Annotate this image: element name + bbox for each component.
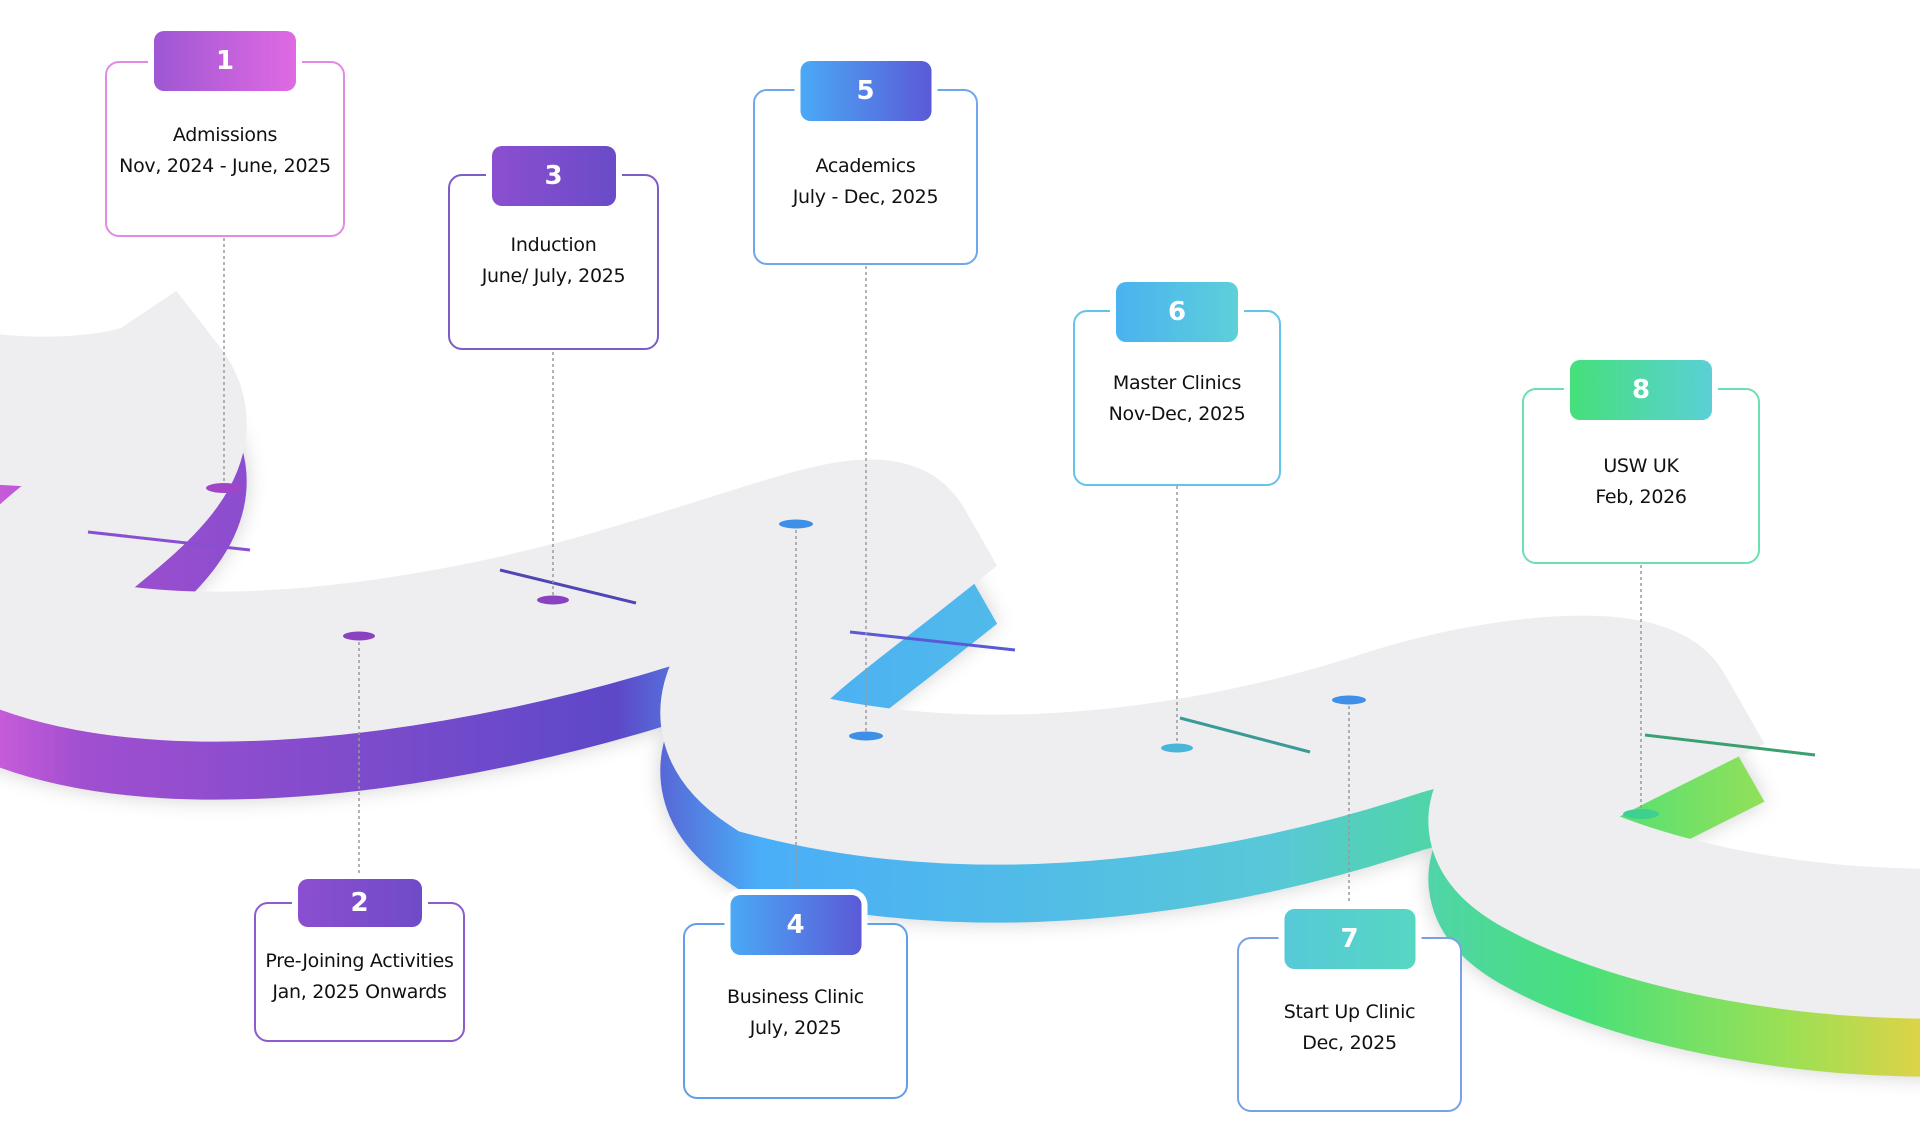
milestone-title-5: Academics [815, 155, 916, 177]
milestone-badge-8: 8 [1570, 360, 1712, 420]
milestone-badge-2: 2 [297, 879, 422, 927]
milestone-dot-4 [779, 519, 813, 529]
milestone-badge-6: 6 [1116, 282, 1238, 342]
milestone-card-7: 7 Start Up Clinic Dec, 2025 [1237, 909, 1462, 1112]
milestone-title-1: Admissions [172, 124, 278, 146]
milestone-dot-2 [343, 631, 375, 641]
milestone-badge-5: 5 [800, 61, 931, 121]
milestone-title-8: USW UK [1603, 455, 1679, 477]
milestone-badge-7: 7 [1284, 909, 1415, 969]
milestone-title-3: Induction [510, 234, 597, 256]
milestone-title-2: Pre-Joining Activities [265, 950, 454, 972]
milestone-card-6: 6 Master Clinics Nov-Dec, 2025 [1073, 282, 1281, 486]
milestone-dot-3 [537, 595, 569, 605]
milestone-date-2: Jan, 2025 Onwards [272, 981, 447, 1003]
milestone-date-8: Feb, 2026 [1595, 486, 1687, 508]
milestone-dot-1 [206, 483, 242, 493]
milestone-title-7: Start Up Clinic [1283, 1001, 1416, 1023]
milestone-date-6: Nov-Dec, 2025 [1108, 403, 1246, 425]
milestone-date-5: July - Dec, 2025 [792, 186, 939, 208]
milestone-title-6: Master Clinics [1112, 372, 1242, 394]
milestone-badge-3: 3 [491, 146, 616, 206]
milestone-card-1: 1 Admissions Nov, 2024 - June, 2025 [105, 31, 345, 237]
milestone-dot-8 [1623, 809, 1659, 819]
milestone-card-3: 3 Induction June/ July, 2025 [448, 146, 659, 350]
milestone-card-4: 4 Business Clinic July, 2025 [683, 895, 908, 1099]
milestone-card-5: 5 Academics July - Dec, 2025 [753, 61, 978, 265]
milestone-date-7: Dec, 2025 [1302, 1032, 1397, 1054]
milestone-dot-6 [1161, 743, 1193, 753]
milestone-date-1: Nov, 2024 - June, 2025 [119, 155, 331, 177]
milestone-card-2: 2 Pre-Joining Activities Jan, 2025 Onwar… [254, 879, 465, 1042]
milestone-title-4: Business Clinic [727, 986, 864, 1008]
milestone-date-3: June/ July, 2025 [481, 265, 626, 287]
milestone-card-8: 8 USW UK Feb, 2026 [1522, 360, 1760, 564]
milestone-dot-7 [1332, 695, 1366, 705]
milestone-date-4: July, 2025 [749, 1017, 842, 1039]
milestone-badge-1: 1 [154, 31, 296, 91]
milestone-dot-5 [849, 731, 883, 741]
milestone-badge-4: 4 [730, 895, 861, 955]
